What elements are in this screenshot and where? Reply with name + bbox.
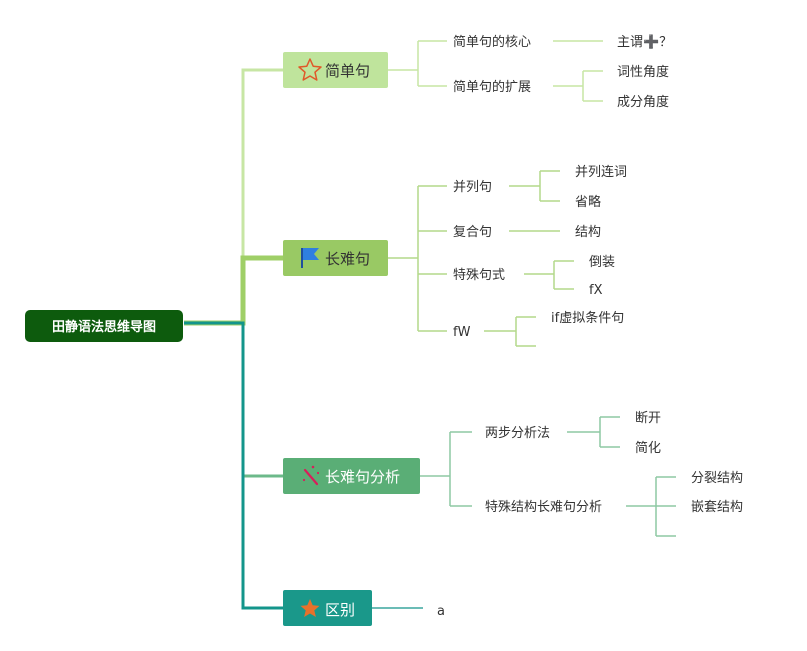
- branch-long-sentence-connectors: [388, 170, 574, 347]
- node-simple-extension[interactable]: 简单句的扩展: [453, 79, 531, 95]
- node-special-sentence[interactable]: 特殊句式: [453, 268, 505, 283]
- star-outline-icon: [298, 58, 322, 81]
- node-split-structure[interactable]: 分裂结构: [691, 471, 743, 486]
- branch-box: [283, 590, 372, 626]
- node-structure[interactable]: 结构: [575, 225, 601, 240]
- node-nested-structure[interactable]: 嵌套结构: [691, 499, 743, 515]
- branch-label: 简单句: [325, 62, 370, 80]
- root-label: 田静语法思维导图: [52, 319, 156, 335]
- branch-analysis-connectors: [420, 416, 676, 537]
- node-break-apart[interactable]: 断开: [635, 411, 661, 426]
- branch-simple-sentence-connectors: [388, 40, 603, 102]
- node-component-angle[interactable]: 成分角度: [617, 94, 669, 110]
- branch-label: 长难句: [325, 250, 370, 268]
- flag-icon: [301, 248, 319, 268]
- branch-label: 长难句分析: [325, 468, 400, 486]
- node-simplify[interactable]: 简化: [635, 440, 661, 456]
- branch-label: 区别: [325, 601, 355, 619]
- node-special-structure-analysis[interactable]: 特殊结构长难句分析: [485, 500, 602, 515]
- trunk-connectors: [184, 68, 283, 610]
- node-coordinating-conjunction[interactable]: 并列连词: [575, 164, 627, 180]
- root-node[interactable]: 田静语法思维导图: [25, 310, 183, 342]
- node-omission[interactable]: 省略: [575, 194, 601, 210]
- node-complex-sentence[interactable]: 复合句: [453, 225, 492, 240]
- node-a[interactable]: a: [437, 604, 445, 619]
- node-part-of-speech-angle[interactable]: 词性角度: [617, 64, 669, 80]
- node-fw[interactable]: fW: [453, 325, 471, 340]
- magic-wand-icon: [302, 465, 320, 486]
- node-two-step-method[interactable]: 两步分析法: [485, 426, 550, 441]
- branch-analysis[interactable]: 长难句分析: [283, 458, 420, 494]
- node-simple-core[interactable]: 简单句的核心: [453, 34, 531, 50]
- node-fx[interactable]: fX: [589, 283, 603, 298]
- node-compound-sentence[interactable]: 并列句: [453, 180, 492, 195]
- node-subject-predicate[interactable]: 主谓➕？: [617, 34, 672, 50]
- star-filled-icon: [300, 599, 320, 617]
- node-inversion[interactable]: 倒装: [589, 255, 615, 270]
- branch-difference[interactable]: 区别: [283, 590, 372, 626]
- branch-simple-sentence[interactable]: 简单句: [283, 52, 388, 88]
- node-if-subjunctive[interactable]: if虚拟条件句: [551, 310, 624, 326]
- root-box: [25, 310, 183, 342]
- branch-long-sentence[interactable]: 长难句: [283, 240, 388, 276]
